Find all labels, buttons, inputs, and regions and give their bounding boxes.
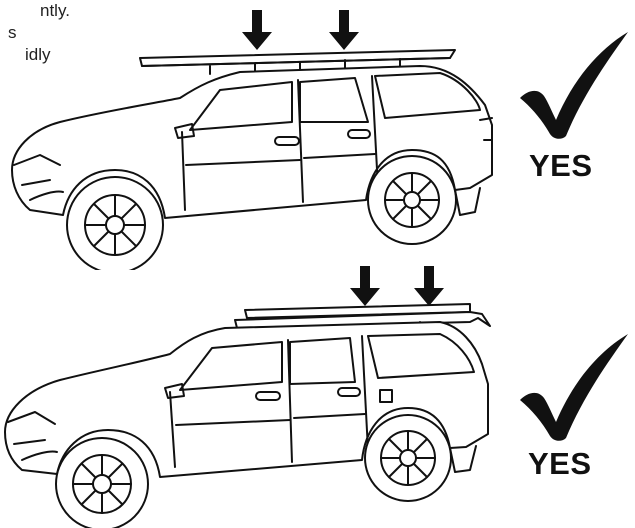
yes-label: YES [528, 446, 592, 482]
down-arrow-icon [348, 266, 382, 306]
panel-top: YES [0, 0, 635, 270]
check-mark-icon [518, 332, 630, 442]
down-arrow-icon [412, 266, 446, 306]
yes-label: YES [529, 148, 593, 184]
check-mark-icon [518, 30, 630, 140]
down-arrow-icon [240, 10, 274, 50]
down-arrow-icon [327, 10, 361, 50]
panel-bottom: YES [0, 262, 635, 528]
